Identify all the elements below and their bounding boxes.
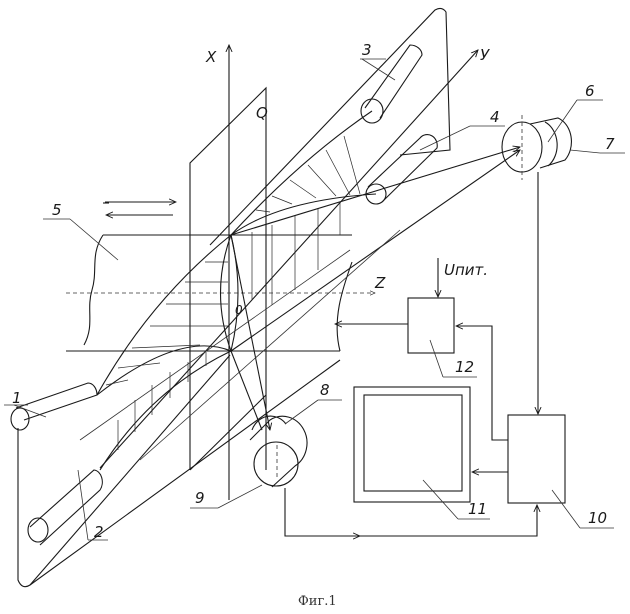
leader-5	[43, 219, 118, 260]
label-12: 12	[455, 358, 474, 376]
monitor-11	[354, 387, 470, 502]
z-axis-label: Z	[374, 274, 386, 292]
label-8: 8	[320, 381, 330, 399]
plane-q-label: Q	[256, 104, 268, 122]
label-6: 6	[585, 82, 595, 100]
plane-q	[190, 88, 266, 470]
block-12	[408, 298, 454, 353]
block-10	[508, 415, 565, 503]
label-10: 10	[588, 509, 607, 527]
supply-voltage-label: Uпит.	[444, 261, 488, 279]
lower-plate	[18, 355, 340, 587]
y-axis-label: У	[480, 46, 490, 64]
light-fan-upper	[231, 111, 376, 305]
label-4: 4	[490, 108, 500, 126]
signal-lines	[285, 172, 538, 536]
leader-8	[285, 400, 342, 424]
leader-4	[420, 126, 505, 150]
light-source-4	[366, 135, 437, 204]
label-9: 9	[195, 489, 205, 507]
upper-plate	[210, 8, 450, 245]
label-2: 2	[94, 523, 104, 541]
y-axis	[100, 50, 478, 468]
figure-caption: Фиг.1	[298, 594, 337, 609]
label-5: 5	[52, 201, 62, 219]
label-3: 3	[362, 41, 372, 59]
x-axis-label: X	[205, 48, 217, 66]
label-11: 11	[468, 500, 487, 518]
receiver-8-9	[250, 416, 307, 487]
light-source-2	[28, 470, 102, 545]
light-fan-lower	[97, 235, 231, 470]
label-7: 7	[605, 135, 615, 153]
receiver-6-7	[502, 115, 571, 180]
motion-arrows	[105, 202, 176, 215]
leader-7	[570, 150, 625, 153]
light-source-1	[11, 383, 97, 430]
label-1: 1	[12, 389, 22, 407]
